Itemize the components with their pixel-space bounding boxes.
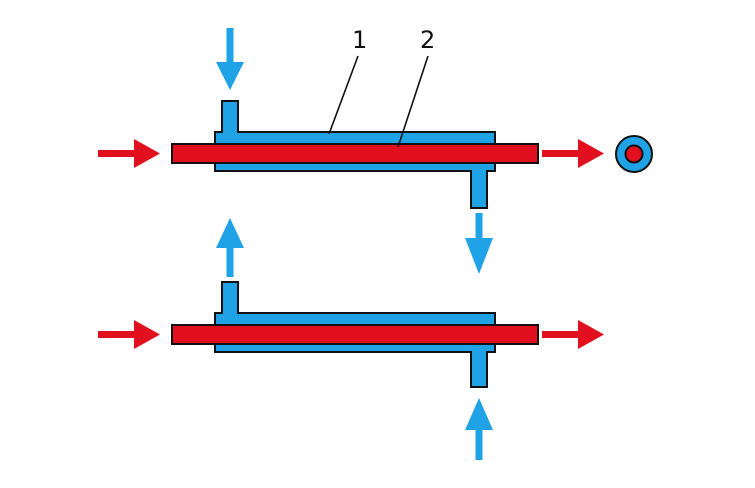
top-exchanger: 1 2 (98, 26, 653, 274)
hot-outlet-arrow-top (542, 139, 604, 168)
cold-outlet-arrow-bottom (216, 218, 244, 277)
hot-outlet-arrow-bottom (542, 320, 604, 349)
label-outer-tube: 1 (352, 26, 367, 54)
leader-line-2 (397, 55, 429, 148)
bottom-exchanger (98, 218, 604, 460)
hot-inlet-arrow-top (98, 139, 160, 168)
cross-section-icon (615, 135, 653, 173)
hot-inlet-arrow-bottom (98, 320, 160, 349)
label-inner-tube: 2 (420, 26, 435, 54)
cold-inlet-arrow-bottom (465, 398, 493, 460)
inner-tube-bottom (171, 324, 539, 345)
cold-outlet-arrow-top (465, 213, 493, 274)
cold-inlet-arrow-top (216, 28, 244, 90)
inner-tube-top (171, 143, 539, 164)
leader-line-1 (328, 55, 359, 135)
